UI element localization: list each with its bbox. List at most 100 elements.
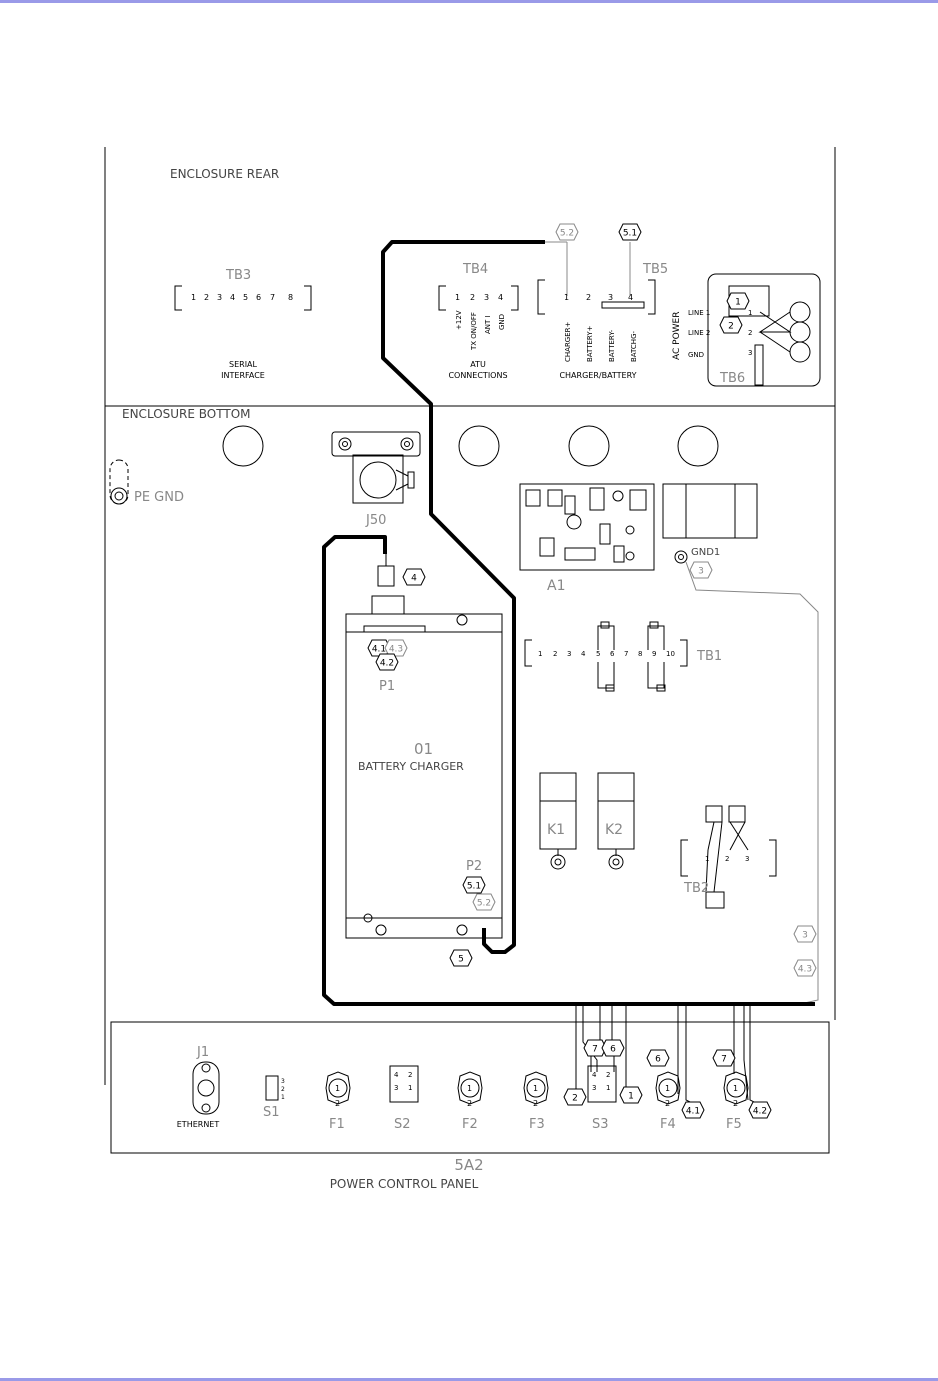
wire-tag-text: 2 [572, 1094, 578, 1104]
k2-label: K2 [605, 822, 623, 838]
cable-4 [322, 535, 815, 1006]
tb4-pins: 1 2 3 4 [455, 293, 503, 302]
svg-text:6: 6 [610, 650, 615, 658]
svg-text:3: 3 [394, 1084, 398, 1092]
knockout-1 [222, 425, 264, 467]
svg-text:3: 3 [748, 349, 752, 357]
wire-tag-text: 4.3 [389, 645, 403, 655]
tb5-block [537, 279, 656, 315]
svg-text:2: 2 [725, 855, 729, 863]
wire-tag-text: 7 [721, 1055, 727, 1065]
wire-tag-text: 3 [802, 931, 808, 941]
wire-tag-text: 4.1 [686, 1107, 700, 1117]
svg-text:GND: GND [688, 351, 704, 359]
panel-title-label: POWER CONTROL PANEL [330, 1177, 479, 1191]
p1-label: P1 [379, 679, 395, 694]
wire-tag-text: 2 [728, 322, 734, 332]
svg-text:1: 1 [455, 293, 460, 302]
gnd1-stud [674, 550, 688, 564]
svg-text:1: 1 [538, 650, 542, 658]
svg-text:TX ON/OFF: TX ON/OFF [470, 312, 478, 351]
f5-label: F5 [726, 1117, 742, 1132]
wire-tag-w42b: 4.2 [748, 1101, 772, 1119]
wire-tag-w1: 1 [619, 1086, 643, 1104]
enclosure-bottom-label: ENCLOSURE BOTTOM [122, 407, 251, 421]
tb6-pins: 1 2 3 [748, 309, 752, 357]
wire-tag-text: 4.1 [372, 645, 386, 655]
svg-text:2: 2 [467, 1099, 472, 1108]
wire-tag-w2: 2 [563, 1088, 587, 1106]
tb2-pins: 1 2 3 [705, 855, 749, 863]
svg-text:4: 4 [498, 293, 503, 302]
tb5-signals: CHARGER+ BATTERY+ BATTERY- BATCHG- [564, 321, 638, 362]
wire-tag-w7b: 7 [712, 1049, 736, 1067]
bottom-rule [0, 1378, 938, 1381]
wire-tag-w6a: 6 [601, 1039, 625, 1057]
wire-tag-text: 1 [628, 1092, 634, 1102]
panel-id-label: 5A2 [454, 1156, 483, 1174]
svg-text:2: 2 [606, 1071, 610, 1079]
switch-pin-labels: 4 2 3 1 4 2 3 1 [394, 1071, 610, 1092]
supply-block [662, 483, 758, 539]
svg-text:4: 4 [394, 1071, 399, 1079]
wire-tag-tb6_1: 1 [726, 292, 750, 310]
svg-text:BATCHG-: BATCHG- [630, 331, 638, 362]
wire-tag-w6b: 6 [646, 1049, 670, 1067]
wire-tag-w51b: 5.1 [462, 876, 486, 894]
j50-connector [331, 431, 421, 504]
pe-gnd-stud [109, 459, 129, 505]
svg-text:1: 1 [191, 293, 196, 302]
svg-text:9: 9 [652, 650, 656, 658]
wire-tag-text: 6 [610, 1045, 616, 1055]
tb2-block [680, 805, 777, 909]
wire-tag-w3a: 3 [689, 561, 713, 579]
ac-power-label: AC POWER [672, 312, 682, 361]
svg-text:1: 1 [533, 1084, 538, 1093]
svg-text:2: 2 [586, 293, 591, 302]
wire-tag-text: 6 [655, 1055, 661, 1065]
unit-01-label: 01 [414, 740, 433, 758]
svg-text:1: 1 [281, 1094, 285, 1101]
svg-text:8: 8 [288, 293, 293, 302]
svg-text:2: 2 [281, 1086, 285, 1093]
svg-text:6: 6 [256, 293, 261, 302]
wire-tag-text: 4.2 [380, 659, 394, 669]
svg-text:3: 3 [592, 1084, 596, 1092]
svg-text:1: 1 [748, 309, 752, 317]
fuse-f1 [325, 1071, 351, 1105]
tb4-signals: +12V TX ON/OFF ANT I GND [455, 310, 506, 351]
wire-tag-w52b: 5.2 [472, 893, 496, 911]
f3-label: F3 [529, 1117, 545, 1132]
fuse-f2 [457, 1071, 483, 1105]
j50-label: J50 [365, 513, 386, 528]
serial-interface-label-2: INTERFACE [221, 371, 265, 380]
svg-text:2: 2 [470, 293, 475, 302]
tb2-label: TB2 [683, 881, 709, 896]
svg-text:4: 4 [581, 650, 586, 658]
svg-text:1: 1 [335, 1084, 340, 1093]
tb1-label: TB1 [696, 649, 722, 664]
wire-tag-w5: 5 [449, 949, 473, 967]
knockout-2 [458, 425, 500, 467]
atu-label-1: ATU [470, 360, 486, 369]
svg-text:2: 2 [733, 1099, 738, 1108]
s2-label: S2 [394, 1117, 411, 1132]
fuse-f5 [723, 1071, 749, 1105]
j1-label: J1 [196, 1045, 209, 1060]
gnd1-label: GND1 [691, 547, 720, 558]
wire-tag-tb6_2: 2 [719, 316, 743, 334]
svg-text:2: 2 [204, 293, 209, 302]
svg-text:2: 2 [748, 329, 752, 337]
svg-text:+12V: +12V [455, 310, 463, 330]
k1-relay [539, 772, 577, 870]
svg-text:1: 1 [733, 1084, 738, 1093]
svg-text:2: 2 [408, 1071, 412, 1079]
serial-interface-label-1: SERIAL [229, 360, 258, 369]
svg-text:1: 1 [564, 293, 569, 302]
svg-text:2: 2 [533, 1099, 538, 1108]
fuse-f3 [523, 1071, 549, 1105]
svg-text:CHARGER+: CHARGER+ [564, 321, 572, 362]
wire-tag-w51: 5.1 [618, 223, 642, 241]
wire-tag-text: 5.1 [623, 229, 637, 239]
